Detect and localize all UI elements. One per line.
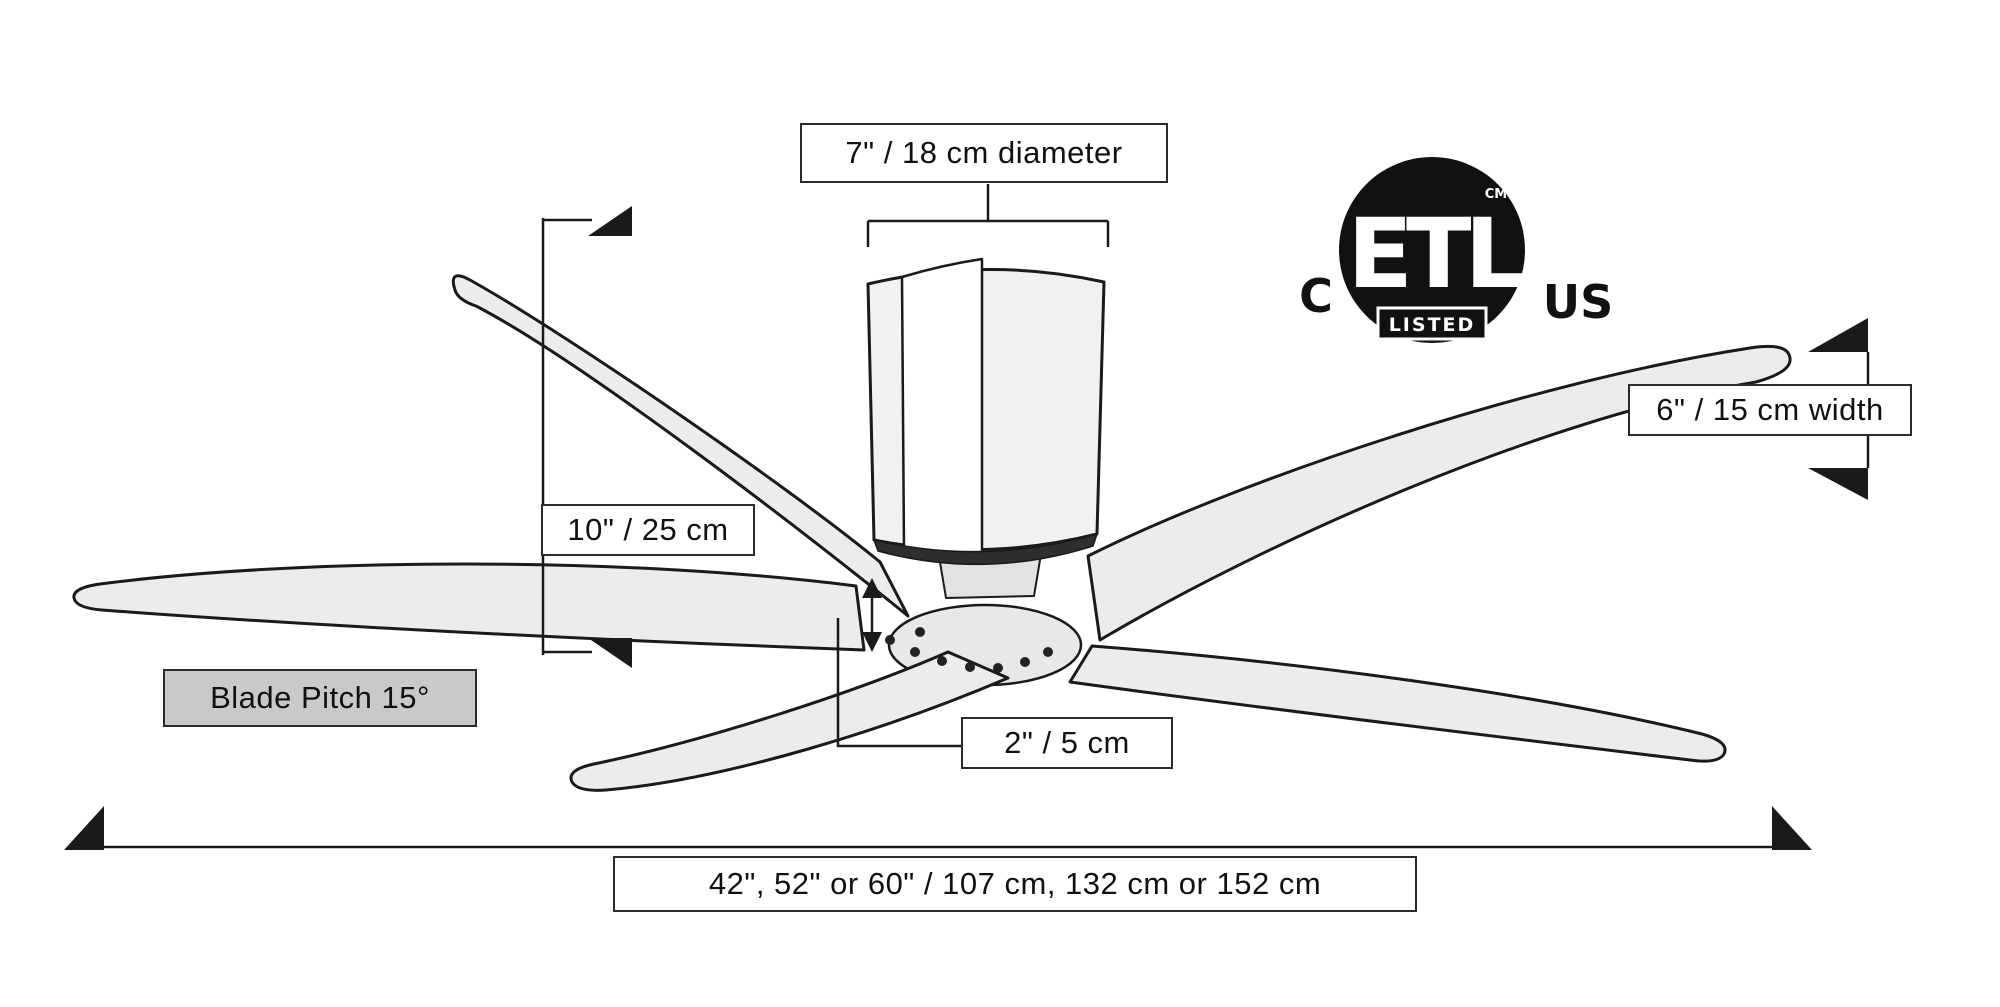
etl-listed-banner [1376, 306, 1488, 341]
motor-housing-rim [873, 533, 1098, 566]
gap-arrow-up [862, 578, 882, 598]
dimension-lines [64, 184, 1870, 850]
blade-width-callout [1808, 318, 1870, 500]
etl-right-letters: US [1543, 275, 1613, 329]
height-label: 10" / 25 cm [541, 504, 755, 556]
width-top-arrow [1808, 318, 1868, 352]
etl-trademark: CM [1485, 187, 1507, 202]
span-dimension [64, 806, 1812, 850]
blade-pitch-label: Blade Pitch 15° [163, 669, 477, 727]
blade-bottom [569, 650, 1010, 792]
etl-circle [1339, 157, 1525, 343]
diameter-label: 7" / 18 cm diameter [800, 123, 1168, 183]
gap-arrow-down [862, 632, 882, 652]
fan-drawing [72, 257, 1792, 792]
etl-left-letter: C [1299, 269, 1333, 323]
gap-dimension [836, 578, 961, 748]
etl-listed-text: LISTED [1389, 314, 1476, 336]
height-bottom-tick [588, 638, 632, 668]
gap-label: 2" / 5 cm [961, 717, 1173, 769]
blade-upper-right [1086, 344, 1792, 642]
height-dimension [541, 206, 632, 668]
diameter-bracket [866, 184, 1110, 247]
etl-letters: ETL [1347, 198, 1523, 310]
hub-screws [885, 627, 1053, 673]
width-bottom-arrow [1808, 468, 1868, 500]
height-top-tick [588, 206, 632, 236]
blade-lower-right [1068, 644, 1727, 763]
blade-left [72, 562, 866, 652]
span-label: 42", 52" or 60" / 107 cm, 132 cm or 152 … [613, 856, 1417, 912]
span-right-tick [1772, 806, 1812, 850]
blade-upper-left [451, 274, 910, 618]
motor-housing-stripe [900, 257, 984, 558]
span-left-tick [64, 806, 104, 850]
blade-width-label: 6" / 15 cm width [1628, 384, 1912, 436]
etl-mark: ETL CM C US LISTED [1299, 157, 1613, 343]
